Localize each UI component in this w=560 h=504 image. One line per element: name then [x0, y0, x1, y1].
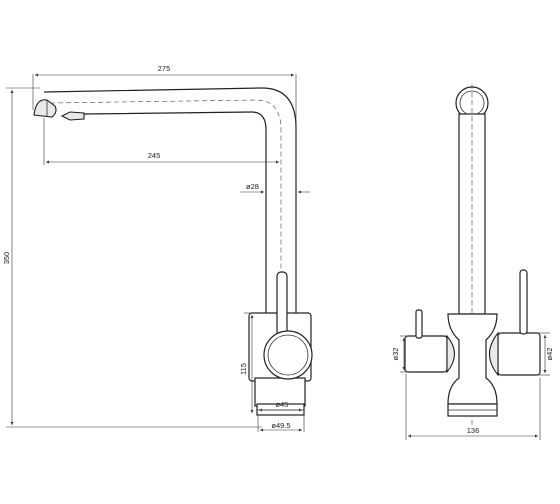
svg-text:136: 136	[467, 426, 480, 435]
svg-text:ø42: ø42	[545, 348, 554, 361]
dim-base-diameter: ø45	[259, 400, 302, 412]
dim-right-handle-diameter: ø42	[536, 332, 554, 376]
dim-left-handle-diameter: ø32	[391, 335, 410, 373]
dim-spout-reach-inner: 245	[43, 118, 279, 165]
side-handle-circle	[263, 330, 313, 380]
svg-text:ø28: ø28	[246, 182, 259, 191]
spout-head	[33, 99, 85, 121]
front-right-lever	[519, 269, 528, 335]
spout-inner-contour	[83, 111, 267, 330]
dim-spout-diameter: ø28	[240, 182, 310, 194]
svg-text:275: 275	[158, 64, 171, 73]
svg-text:ø32: ø32	[391, 348, 400, 361]
svg-text:115: 115	[239, 363, 248, 375]
svg-text:350: 350	[2, 252, 11, 265]
front-left-handle	[404, 335, 448, 373]
front-right-handle	[497, 332, 541, 376]
front-left-lever	[415, 309, 423, 339]
spout-outer-contour	[43, 87, 297, 330]
svg-text:245: 245	[148, 151, 161, 160]
front-view: ø32 ø42 136	[391, 84, 554, 440]
dim-spout-reach-total: 275	[32, 64, 297, 124]
spout-center-line	[49, 99, 282, 330]
side-view: 275 245 ø28 350 115	[2, 64, 313, 432]
svg-text:ø49.5: ø49.5	[271, 421, 290, 430]
svg-text:ø45: ø45	[276, 400, 289, 409]
dim-base-outer-diameter: ø49.5	[257, 415, 305, 432]
dim-body-height: 115	[239, 312, 258, 413]
dim-total-height: 350	[2, 87, 262, 428]
dim-body-width: 136	[405, 374, 541, 440]
